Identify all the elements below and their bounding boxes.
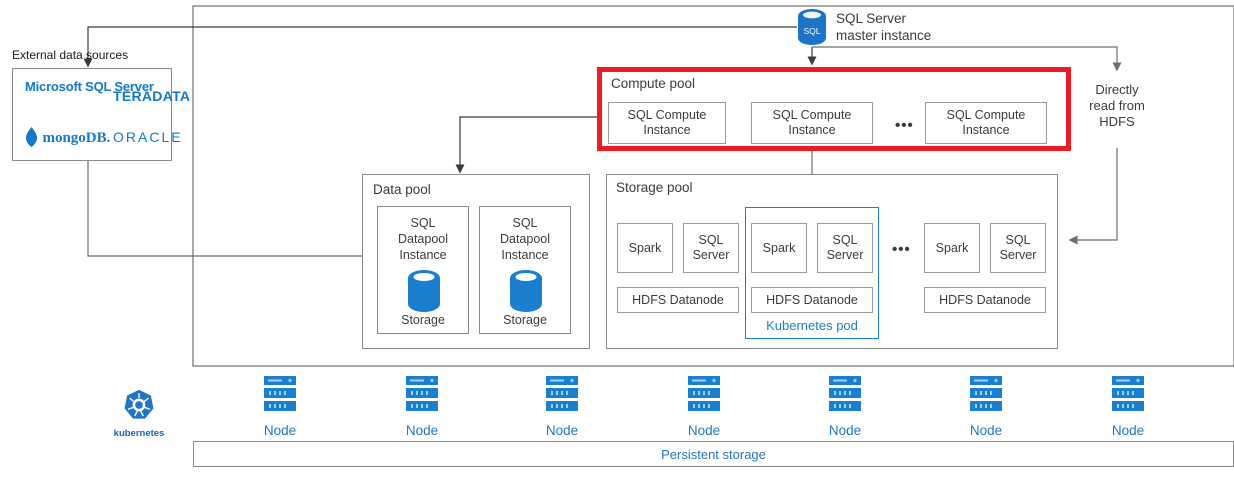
compute-inst-2-line2: Instance — [788, 123, 836, 137]
datapool-2-storage-label: Storage — [503, 313, 547, 327]
compute-inst-2-line1: SQL Compute — [772, 108, 852, 122]
directly-read-from-hdfs-label: Directly read from HDFS — [1075, 82, 1159, 130]
teradata-logo: TERADATA — [113, 88, 191, 104]
persistent-storage-label: Persistent storage — [661, 446, 766, 462]
node-4[interactable]: Node — [674, 372, 734, 438]
sql-master-instance-icon: SQL — [796, 8, 828, 46]
datapool-1-line3: Instance — [399, 248, 447, 262]
storage-cylinder-icon-2 — [510, 270, 542, 312]
storage-cylinder-icon-1 — [408, 270, 440, 312]
compute-inst-1-line1: SQL Compute — [627, 108, 707, 122]
node-3[interactable]: Node — [532, 372, 592, 438]
node-1[interactable]: Node — [250, 372, 310, 438]
node-7-label: Node — [1111, 423, 1145, 438]
compute-inst-1-line2: Instance — [643, 123, 691, 137]
compute-pool-highlight — [597, 67, 1071, 151]
server-rack-icon — [264, 376, 296, 411]
mongodb-logo: mongoDB. — [25, 127, 110, 147]
datapool-2-line1: SQL — [512, 216, 538, 230]
node-2-label: Node — [405, 423, 439, 438]
node-6[interactable]: Node — [956, 372, 1016, 438]
server-rack-icon — [546, 376, 578, 411]
sqlserver-3-line1: SQL — [1005, 233, 1031, 247]
kubernetes-pod-outline — [745, 207, 879, 339]
storage-pool-ellipsis: ••• — [892, 241, 911, 258]
kubernetes-logo-label: kubernetes — [113, 428, 165, 439]
datapool-2-line2: Datapool — [499, 232, 551, 246]
spark-1-label: Spark — [628, 240, 662, 255]
persistent-storage-bar: Persistent storage — [193, 441, 1234, 467]
datapool-2-line3: Instance — [501, 248, 549, 262]
server-rack-icon — [829, 376, 861, 411]
hdfs-datanode-3[interactable]: HDFS Datanode — [924, 287, 1046, 313]
node-5-label: Node — [828, 423, 862, 438]
compute-inst-3-line1: SQL Compute — [946, 108, 1026, 122]
sql-server-box-3[interactable]: SQL Server — [990, 223, 1046, 273]
hdfs-datanode-2[interactable]: HDFS Datanode — [751, 287, 873, 313]
hdfs-datanode-3-label: HDFS Datanode — [939, 292, 1031, 307]
compute-pool-ellipsis: ••• — [895, 117, 914, 134]
kubernetes-wheel-icon — [124, 389, 154, 419]
storage-pool-title: Storage pool — [616, 180, 693, 195]
node-3-label: Node — [545, 423, 579, 438]
compute-pool-title: Compute pool — [611, 76, 696, 91]
svg-text:SQL: SQL — [803, 26, 820, 36]
compute-inst-3-line2: Instance — [962, 123, 1010, 137]
direct-read-line2: read from — [1089, 98, 1145, 113]
mssql-line1: Microsoft — [25, 79, 82, 94]
sql-server-box-2[interactable]: SQL Server — [817, 223, 873, 273]
node-4-label: Node — [687, 423, 721, 438]
node-5[interactable]: Node — [815, 372, 875, 438]
node-2[interactable]: Node — [392, 372, 452, 438]
spark-box-2[interactable]: Spark — [751, 223, 807, 273]
master-line1: SQL Server — [836, 11, 907, 26]
sqlserver-1-line1: SQL — [698, 233, 724, 247]
spark-box-1[interactable]: Spark — [617, 223, 673, 273]
sql-compute-instance-3[interactable]: SQL Compute Instance — [925, 102, 1047, 144]
direct-read-line1: Directly — [1095, 82, 1139, 97]
sql-cylinder-icon: SQL — [798, 9, 826, 45]
node-1-label: Node — [263, 423, 297, 438]
server-rack-icon — [1112, 376, 1144, 411]
spark-3-label: Spark — [935, 240, 969, 255]
hdfs-datanode-1-label: HDFS Datanode — [632, 292, 724, 307]
external-data-sources-box: Microsoft SQL Server TERADATA mongoDB. O… — [12, 68, 190, 161]
direct-read-line3: HDFS — [1099, 114, 1135, 129]
hdfs-datanode-1[interactable]: HDFS Datanode — [617, 287, 739, 313]
oracle-logo: ORACLE — [113, 129, 183, 145]
sql-datapool-instance-1[interactable]: SQL Datapool Instance Storage — [377, 206, 469, 334]
spark-2-label: Spark — [762, 240, 796, 255]
mongodb-text: mongoDB. — [42, 130, 111, 146]
datapool-1-line1: SQL — [410, 216, 436, 230]
external-data-sources-label: External data sources — [12, 48, 129, 62]
kubernetes-logo: kubernetes — [104, 388, 174, 439]
sql-server-box-1[interactable]: SQL Server — [683, 223, 739, 273]
sqlserver-1-line2: Server — [692, 248, 730, 262]
microsoft-sql-server-logo: Microsoft SQL Server — [25, 79, 154, 94]
hdfs-datanode-2-label: HDFS Datanode — [766, 292, 858, 307]
data-pool-title: Data pool — [373, 182, 431, 197]
server-rack-icon — [688, 376, 720, 411]
master-line2: master instance — [836, 28, 932, 43]
sql-compute-instance-1[interactable]: SQL Compute Instance — [608, 102, 726, 144]
sql-master-instance-label: SQL Server master instance — [836, 10, 931, 44]
node-7[interactable]: Node — [1098, 372, 1158, 438]
node-6-label: Node — [969, 423, 1003, 438]
datapool-1-storage-label: Storage — [401, 313, 445, 327]
datapool-1-line2: Datapool — [397, 232, 449, 246]
server-rack-icon — [406, 376, 438, 411]
sql-compute-instance-2[interactable]: SQL Compute Instance — [751, 102, 873, 144]
mongodb-leaf-icon — [26, 127, 37, 147]
sqlserver-2-line1: SQL — [832, 233, 858, 247]
sqlserver-3-line2: Server — [999, 248, 1037, 262]
spark-box-3[interactable]: Spark — [924, 223, 980, 273]
kubernetes-pod-label: Kubernetes pod — [766, 318, 858, 333]
mssql-line2: SQL Server — [85, 79, 154, 94]
server-rack-icon — [970, 376, 1002, 411]
sqlserver-2-line2: Server — [826, 248, 864, 262]
sql-datapool-instance-2[interactable]: SQL Datapool Instance Storage — [479, 206, 571, 334]
